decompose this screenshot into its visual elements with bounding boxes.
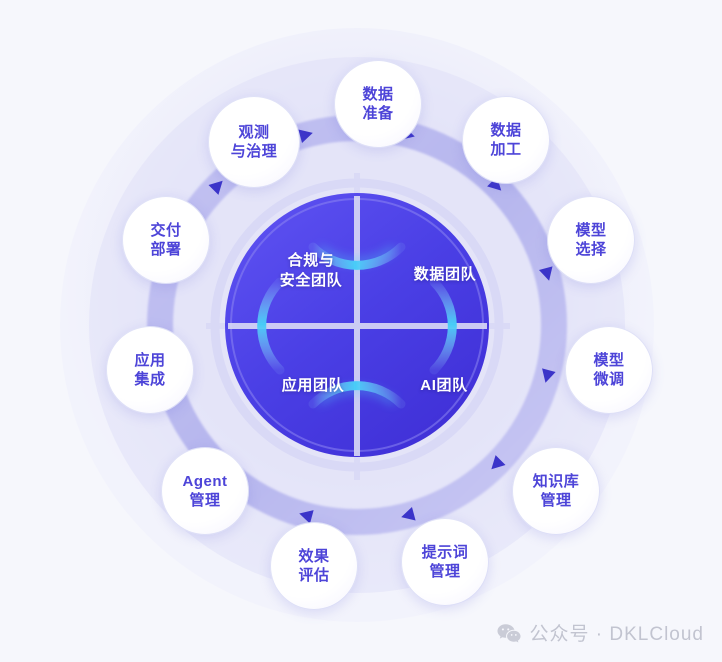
stage-label-line2: 加工: [490, 141, 522, 158]
stage-label-line2: 准备: [362, 105, 394, 122]
stage-label-line1: 模型: [575, 221, 607, 239]
core-label-line1: 应用团队: [281, 377, 345, 394]
stage-node-app-integration[interactable]: 应用 集成: [106, 326, 194, 414]
stage-label-line1: 应用: [134, 351, 166, 369]
stage-node-prompt-management[interactable]: 提示词 管理: [401, 518, 489, 606]
accent-arc-right: [429, 277, 457, 375]
core-label-data-team: 数据团队: [390, 265, 500, 285]
flow-arrow-icon: [299, 510, 314, 524]
stage-node-delivery-deployment[interactable]: 交付 部署: [122, 196, 210, 284]
core-label-compliance-security-team: 合规与 安全团队: [256, 251, 366, 290]
stage-label-line1: 模型: [593, 351, 625, 369]
flow-arrow-icon: [491, 455, 506, 470]
stage-label-line1: 知识库: [532, 472, 580, 490]
stage-label-line2: 管理: [540, 492, 572, 509]
stage-node-observe-governance[interactable]: 观测 与治理: [208, 96, 300, 188]
stage-label-line2: 部署: [150, 241, 182, 258]
watermark: 公众号 · DKLCloud: [496, 619, 705, 646]
stage-node-effect-evaluation[interactable]: 效果 评估: [270, 522, 358, 610]
stage-node-agent-management[interactable]: Agent 管理: [161, 447, 249, 535]
core-label-line1: AI团队: [420, 377, 468, 394]
core-label-line2: 安全团队: [279, 271, 343, 289]
stage-label-line2: 管理: [189, 492, 221, 509]
accent-arc-left: [257, 277, 285, 375]
stage-label-line2: 评估: [298, 567, 330, 584]
stage-label-line2: 管理: [429, 563, 461, 580]
core-crosshair-overlay: [228, 196, 487, 456]
flow-arrow-icon: [538, 266, 553, 281]
stage-label-line2: 微调: [593, 371, 625, 388]
stage-node-knowledge-base-mgmt[interactable]: 知识库 管理: [512, 447, 600, 535]
flow-arrow-icon: [298, 129, 313, 144]
flow-arrow-icon: [401, 506, 416, 521]
accent-arc-top: [308, 242, 406, 270]
flow-arrow-icon: [542, 368, 556, 383]
accent-arcs: [257, 242, 457, 409]
core-label-line1: 数据团队: [413, 266, 477, 283]
flow-arrow-icon: [208, 180, 223, 195]
core-label-app-team: 应用团队: [258, 376, 368, 396]
core-label-line1: 合规与: [287, 252, 335, 269]
stage-label-line1: 数据: [490, 121, 522, 139]
stage-label-line2: 与治理: [230, 143, 278, 160]
stage-label-line1: 交付: [150, 221, 182, 239]
stage-label-line1: 数据: [362, 85, 394, 103]
watermark-text: 公众号 · DKLCloud: [529, 624, 704, 645]
core-outer-ring: [210, 178, 504, 472]
accent-arc-bottom: [308, 381, 406, 409]
stage-label-line1: 效果: [298, 547, 330, 565]
stage-node-data-processing[interactable]: 数据 加工: [462, 96, 550, 184]
stage-node-data-preparation[interactable]: 数据 准备: [334, 60, 422, 148]
stage-label-line2: 选择: [575, 241, 607, 258]
stage-label-line1: Agent: [182, 472, 228, 490]
wechat-icon: [496, 623, 521, 643]
stage-node-model-selection[interactable]: 模型 选择: [547, 196, 635, 284]
stage-label-line1: 观测: [238, 123, 270, 141]
core-label-ai-team: AI团队: [394, 376, 494, 396]
stage-node-model-finetuning[interactable]: 模型 微调: [565, 326, 653, 414]
stage-label-line2: 集成: [134, 371, 166, 388]
stage-label-line1: 提示词: [421, 543, 469, 561]
accent-arc-glow: [318, 246, 396, 405]
